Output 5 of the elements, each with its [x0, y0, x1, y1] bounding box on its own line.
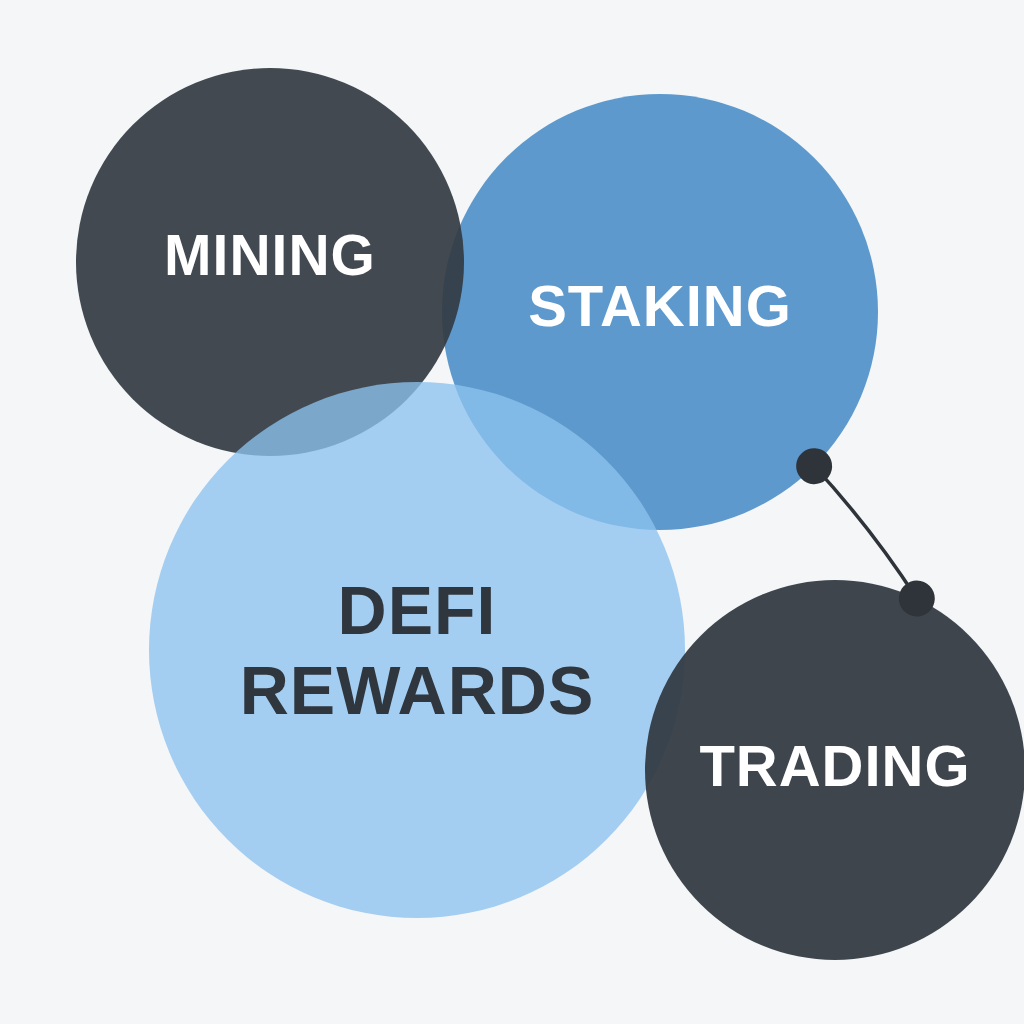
- category-label: DEFI REWARDS: [238, 570, 596, 730]
- connector-line: [796, 448, 935, 617]
- category-label: TRADING: [699, 731, 971, 800]
- category-label: STAKING: [528, 271, 792, 340]
- category-label: MINING: [164, 222, 376, 290]
